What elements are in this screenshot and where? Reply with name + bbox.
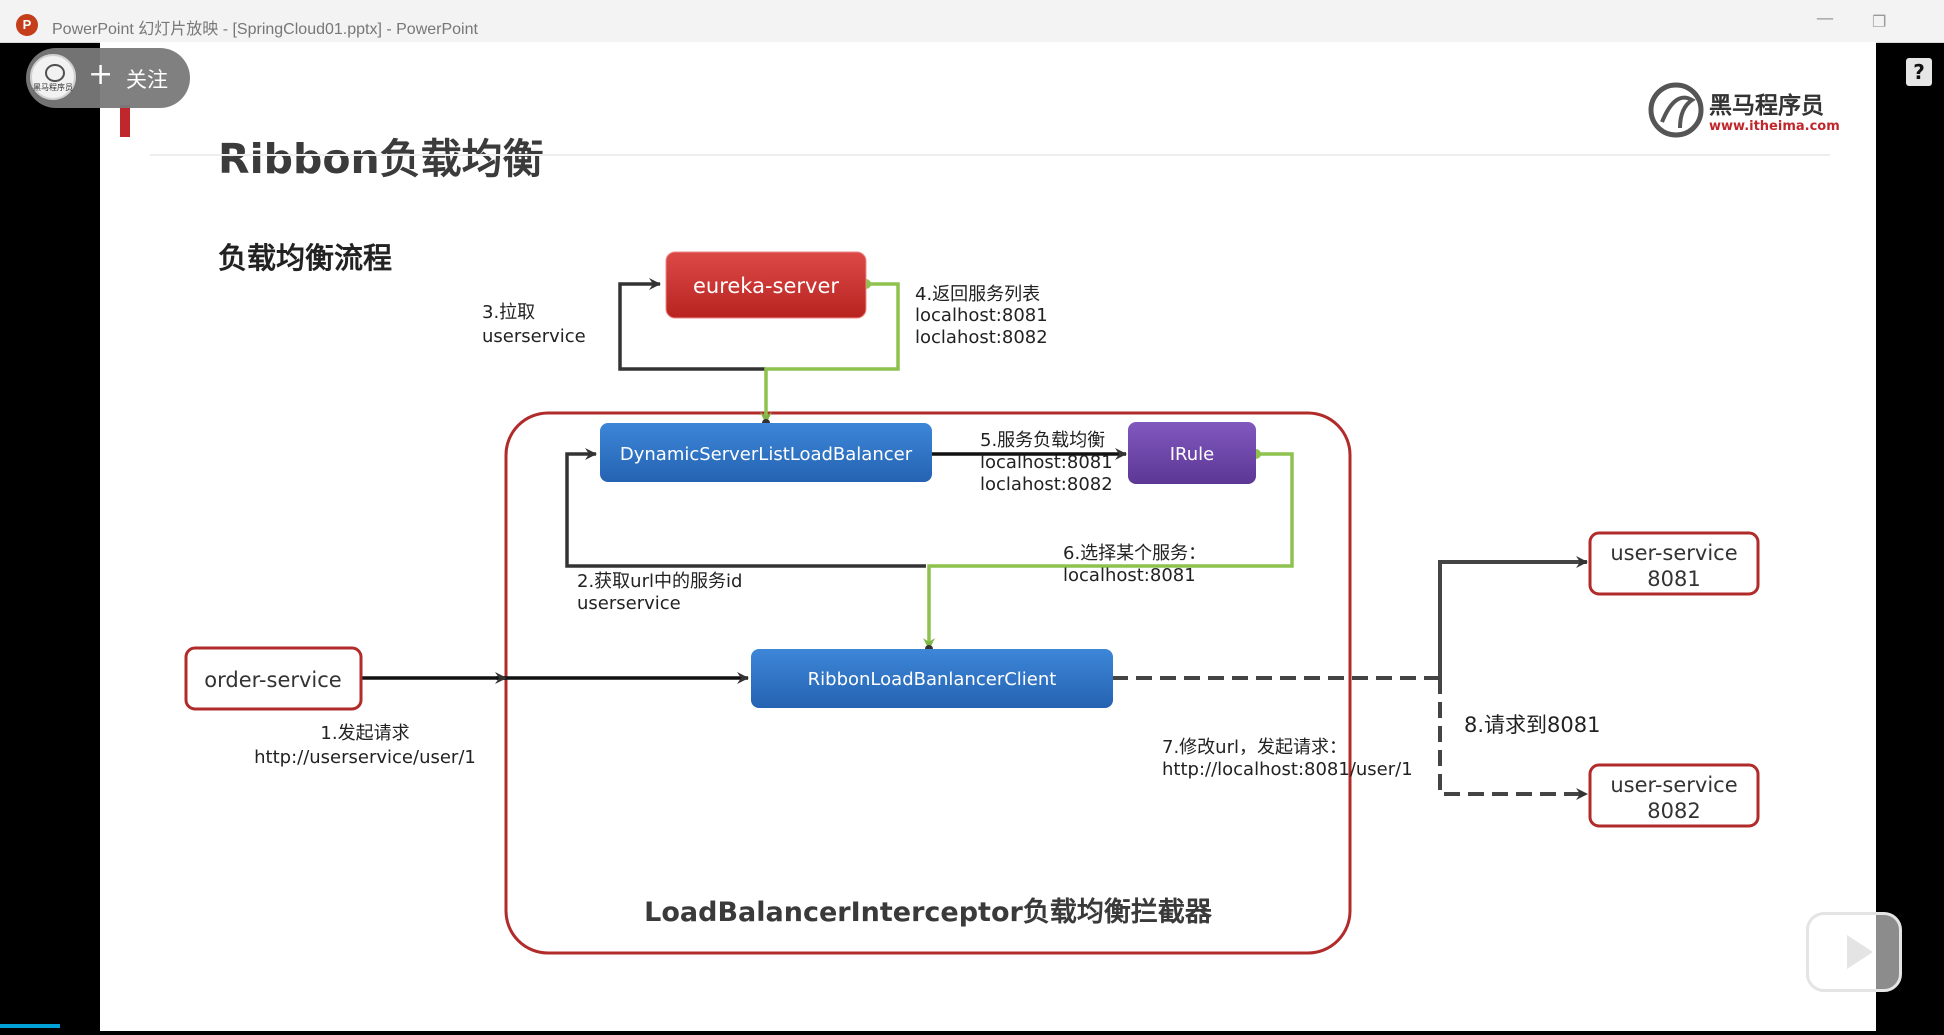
node-ribbon-load-balancer-client: RibbonLoadBanlancerClient	[751, 649, 1113, 708]
step4-label-line3: loclahost:8082	[915, 327, 1048, 348]
step4-label-line2: localhost:8081	[915, 305, 1048, 326]
user-service-8082-name: user-service	[1610, 773, 1737, 797]
step3-label-line2: userservice	[482, 326, 586, 347]
follow-button[interactable]: 黑马程序员 + 关注	[26, 48, 190, 108]
slide-title: Ribbon负载均衡	[218, 135, 544, 183]
avatar-logo-icon	[45, 64, 65, 82]
step8-label: 8.请求到8081	[1464, 713, 1600, 737]
step1-label-line2: http://userservice/user/1	[254, 747, 476, 768]
step3-label-line1: 3.拉取	[482, 302, 535, 323]
avatar-text: 黑马程序员	[33, 83, 73, 92]
node-user-service-8081: user-service 8081	[1588, 531, 1760, 596]
step2-label-line1: 2.获取url中的服务id	[577, 571, 742, 592]
node-user-service-8082: user-service 8082	[1588, 763, 1760, 828]
window-title: PowerPoint 幻灯片放映 - [SpringCloud01.pptx] …	[52, 21, 478, 38]
brand-logo: 黑马程序员 www.itheima.com	[1648, 82, 1840, 138]
node-order-service: order-service	[184, 646, 363, 711]
restore-button[interactable]: ❐	[1872, 12, 1887, 31]
step7-label-line2: http://localhost:8081/user/1	[1162, 759, 1413, 780]
step1-label-line1: 1.发起请求	[320, 723, 409, 744]
plus-icon: +	[88, 57, 114, 92]
user-service-8081-port: 8081	[1647, 567, 1700, 591]
arrow-step2-get-id	[565, 448, 926, 568]
brand-name: 黑马程序员	[1709, 92, 1824, 119]
arrow-step8-to-8081	[1438, 556, 1588, 678]
powerpoint-app-icon: P	[16, 14, 38, 36]
title-accent-bar	[120, 105, 130, 137]
help-icon[interactable]: ?	[1906, 58, 1932, 86]
arrow-step4-return	[760, 282, 900, 424]
dynamic-server-list-label: DynamicServerListLoadBalancer	[620, 444, 913, 465]
step5-label-line1: 5.服务负载均衡	[980, 430, 1105, 451]
step2-label-line2: userservice	[577, 593, 681, 614]
eureka-server-label: eureka-server	[693, 274, 839, 298]
step6-label-line1: 6.选择某个服务：	[1063, 543, 1206, 564]
slide-canvas: Ribbon负载均衡 黑马程序员 www.itheima.com 负载均衡流程 …	[100, 42, 1876, 1031]
node-irule: IRule	[1128, 422, 1256, 484]
slide-svg: Ribbon负载均衡 黑马程序员 www.itheima.com 负载均衡流程 …	[120, 82, 1840, 955]
arrow-step6-choose	[923, 452, 1294, 650]
order-service-label: order-service	[204, 668, 341, 692]
step7-label-line1: 7.修改url，发起请求：	[1162, 737, 1347, 758]
step5-label-line2: localhost:8081	[980, 452, 1113, 473]
arrow-to-8082	[1438, 678, 1588, 800]
step4-label-line1: 4.返回服务列表	[915, 284, 1040, 305]
ribbon-client-label: RibbonLoadBanlancerClient	[808, 669, 1057, 690]
channel-avatar[interactable]: 黑马程序员	[30, 54, 76, 100]
video-progress-bar[interactable]	[0, 1024, 60, 1028]
window-titlebar: P PowerPoint 幻灯片放映 - [SpringCloud01.pptx…	[0, 0, 1944, 43]
user-service-8081-name: user-service	[1610, 541, 1737, 565]
section-subtitle: 负载均衡流程	[218, 241, 392, 275]
node-eureka-server: eureka-server	[665, 251, 867, 319]
step6-label-line2: localhost:8081	[1063, 565, 1196, 586]
minimize-button[interactable]: —	[1816, 8, 1834, 29]
brand-url: www.itheima.com	[1709, 119, 1840, 134]
follow-label: 关注	[126, 68, 168, 92]
step5-label-line3: loclahost:8082	[980, 474, 1113, 495]
play-icon[interactable]	[1806, 912, 1902, 992]
node-dynamic-server-list-load-balancer: DynamicServerListLoadBalancer	[600, 423, 932, 482]
arrow-step3-pull	[618, 278, 766, 371]
user-service-8082-port: 8082	[1647, 799, 1700, 823]
irule-label: IRule	[1170, 444, 1215, 465]
interceptor-label: LoadBalancerInterceptor负载均衡拦截器	[644, 897, 1213, 928]
